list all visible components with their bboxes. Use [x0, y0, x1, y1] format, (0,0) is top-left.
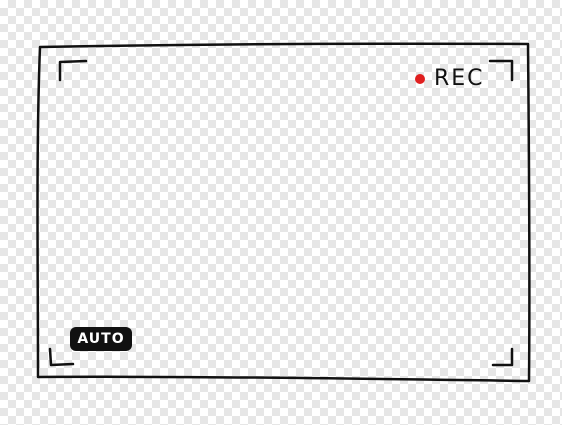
rec-label: REC: [434, 66, 485, 91]
record-dot-icon: [415, 74, 425, 84]
corner-bracket-bottom-right: [491, 347, 514, 367]
corner-bracket-top-right: [488, 59, 514, 82]
auto-mode-badge: AUTO: [70, 327, 132, 351]
auto-label: AUTO: [77, 331, 125, 347]
corner-bracket-bottom-left: [48, 347, 75, 367]
corner-bracket-top-left: [58, 59, 88, 82]
recording-indicator: REC: [415, 68, 485, 90]
frame-border: [36, 42, 531, 383]
